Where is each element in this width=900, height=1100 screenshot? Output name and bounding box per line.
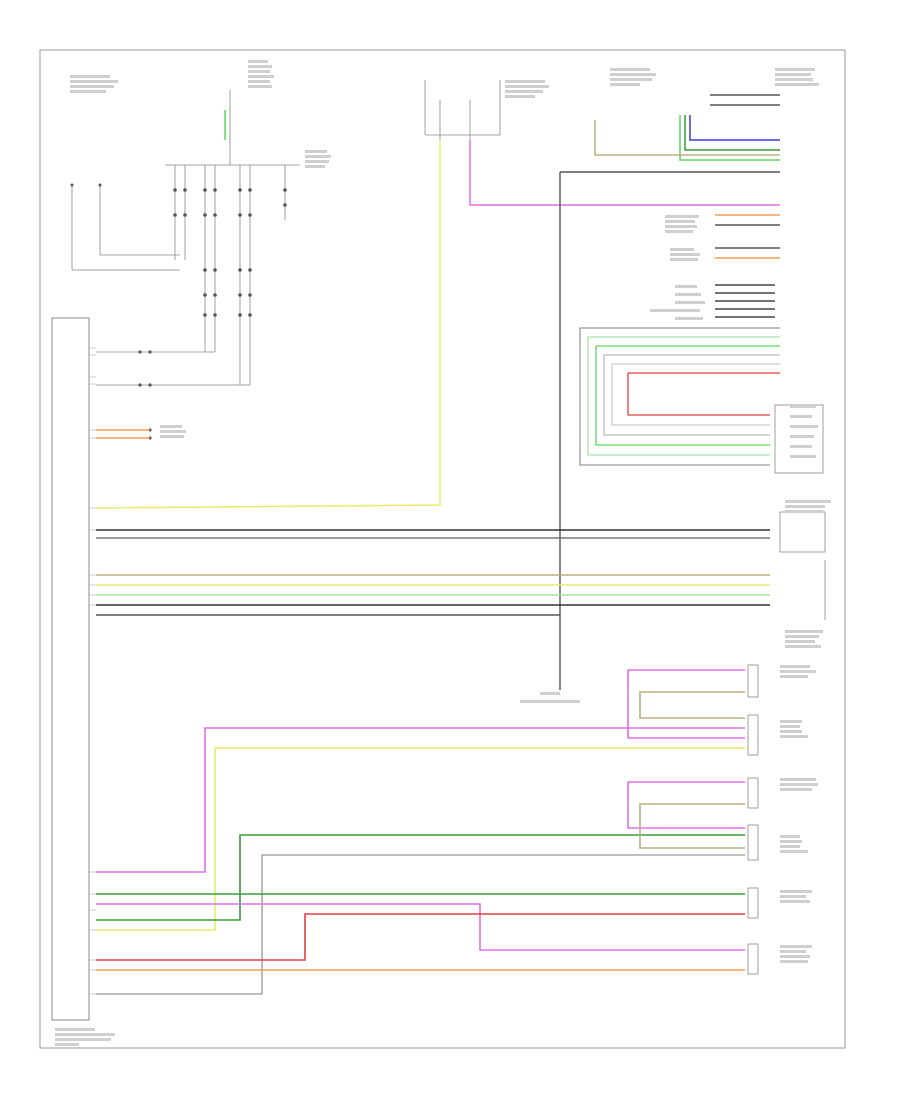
right-connector-2 (779, 511, 826, 553)
top-right-connector-wires (560, 94, 780, 259)
black-wire-bundle (715, 284, 775, 318)
top-middle-switch (424, 80, 501, 140)
top-left-junction-block (71, 90, 300, 386)
main-module-box (51, 317, 90, 1021)
horizontal-bus (96, 529, 770, 616)
wire-pink-top (469, 140, 780, 206)
text-label-blocks (55, 60, 831, 1046)
speaker-wires (96, 669, 745, 995)
junction-dots (70, 183, 287, 440)
main-module-pin-marks (89, 347, 96, 995)
nested-loop-wires (579, 327, 780, 466)
wire-yellow-long (95, 140, 441, 509)
speaker-connectors (747, 664, 759, 975)
diagram-border (39, 49, 846, 1049)
